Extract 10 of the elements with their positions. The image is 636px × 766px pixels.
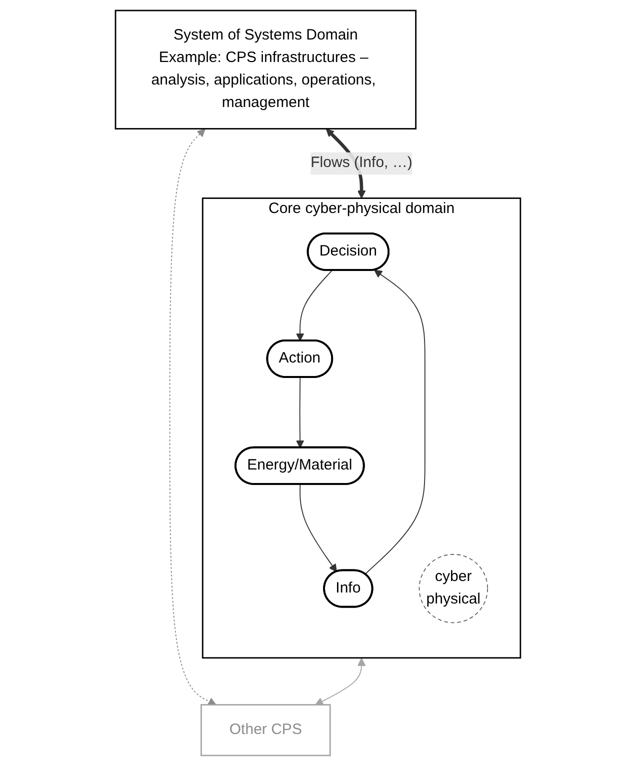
arrow xyxy=(315,658,366,706)
arrow xyxy=(296,376,304,448)
arrow xyxy=(169,128,216,706)
arrow xyxy=(296,270,333,342)
arrow xyxy=(300,484,338,572)
node-box: Other CPS xyxy=(200,704,331,756)
node-circle: cyber physical xyxy=(418,554,488,624)
node-box: System of Systems Domain Example: CPS infrastructures – analysis, applications, operations, management xyxy=(114,10,417,130)
arrow xyxy=(364,270,426,575)
edge-label: Flows (Info, …) xyxy=(310,155,412,171)
